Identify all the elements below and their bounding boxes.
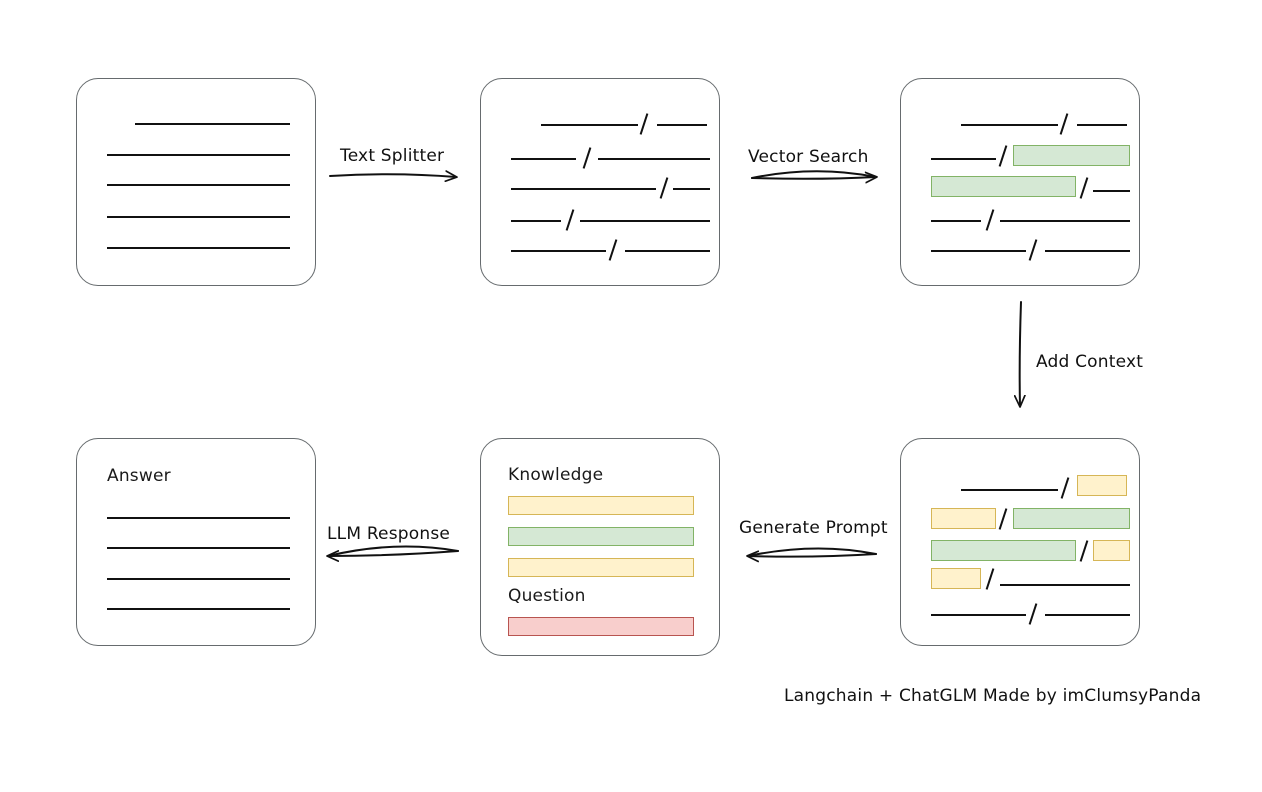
chunk-separator [1028,239,1038,261]
chunk-separator [1059,113,1069,135]
chunk-separator [1060,477,1070,499]
chunk-separator [1079,177,1089,199]
chunk-line [1000,220,1130,222]
arrow-vector-search [751,170,876,179]
context-document-box[interactable] [900,438,1140,646]
chunk-line [931,158,996,160]
matched-chunk-green[interactable] [1013,145,1130,166]
chunk-line [511,250,606,252]
question-heading: Question [508,586,586,606]
answer-heading: Answer [107,466,171,486]
answer-line [107,547,290,549]
answer-line [107,517,290,519]
chunk-line [1093,190,1130,192]
context-chunk-yellow[interactable] [931,508,996,529]
chunk-separator [659,177,669,199]
chunk-line [511,188,656,190]
footer-credit: Langchain + ChatGLM Made by imClumsyPand… [784,686,1202,706]
chunk-line [961,489,1058,491]
knowledge-bar-yellow[interactable] [508,558,694,577]
knowledge-heading: Knowledge [508,465,604,485]
split-document-box[interactable] [480,78,720,286]
chunk-line [1077,124,1127,126]
chunk-line [580,220,710,222]
chunk-line [541,124,638,126]
answer-document-box[interactable]: Answer [76,438,316,646]
matched-chunk-green[interactable] [931,176,1076,197]
arrow-label-vector-search: Vector Search [748,147,869,167]
arrow-label-add-context: Add Context [1036,352,1144,372]
chunk-separator [639,113,649,135]
document-line [107,216,290,218]
arrow-label-text-splitter: Text Splitter [340,146,445,166]
chunk-separator [565,209,575,231]
arrow-add-context [1020,301,1021,406]
chunk-separator [608,239,618,261]
context-chunk-yellow[interactable] [1093,540,1130,561]
source-document-box[interactable] [76,78,316,286]
chunk-line [511,220,561,222]
arrow-text-splitter [329,174,456,177]
chunk-separator [985,568,995,590]
document-line [107,154,290,156]
chunk-line [931,220,981,222]
question-bar-red[interactable] [508,617,694,636]
document-line [107,184,290,186]
arrow-label-generate-prompt: Generate Prompt [739,518,888,538]
knowledge-bar-yellow[interactable] [508,496,694,515]
chunk-separator [998,508,1008,530]
knowledge-bar-green[interactable] [508,527,694,546]
chunk-line [1000,584,1130,586]
chunk-separator [985,209,995,231]
chunk-line [931,614,1026,616]
answer-line [107,578,290,580]
chunk-line [657,124,707,126]
arrow-label-llm-response: LLM Response [327,524,451,544]
chunk-line [673,188,710,190]
answer-line [107,608,290,610]
context-chunk-yellow[interactable] [1077,475,1127,496]
chunk-separator [998,145,1008,167]
chunk-line [511,158,576,160]
document-line [107,247,290,249]
chunk-line [961,124,1058,126]
matched-document-box[interactable] [900,78,1140,286]
chunk-separator [1079,540,1089,562]
chunk-line [1045,614,1130,616]
chunk-separator [582,147,592,169]
chunk-line [931,250,1026,252]
chunk-separator [1028,603,1038,625]
arrow-generate-prompt [748,547,877,556]
chunk-line [598,158,710,160]
context-chunk-green[interactable] [931,540,1076,561]
prompt-document-box[interactable]: Knowledge Question [480,438,720,656]
document-line [135,123,290,125]
context-chunk-yellow[interactable] [931,568,981,589]
arrow-llm-response [328,545,459,556]
chunk-line [1045,250,1130,252]
chunk-line [625,250,710,252]
context-chunk-green[interactable] [1013,508,1130,529]
